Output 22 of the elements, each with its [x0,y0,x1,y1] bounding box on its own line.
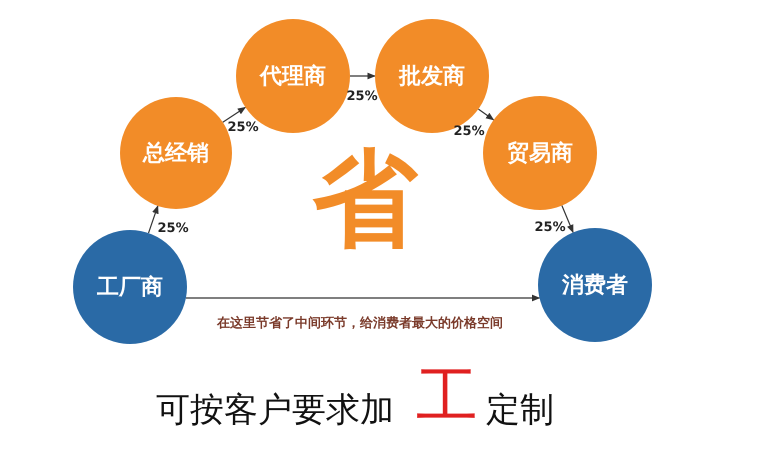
edge-label: 25% [228,120,259,134]
edge-label: 25% [534,220,566,234]
node-label: 工厂商 [97,274,163,302]
node-label: 总经销 [143,140,209,168]
arrow [148,205,159,234]
edge-label: 25% [158,220,189,236]
node-label: 贸易商 [507,140,573,168]
arrow [561,205,574,234]
edge-label: 25% [346,88,378,104]
slogan-text: 可按客户要求加 [156,392,394,429]
big-character: 省 [312,142,418,258]
edge-label: 在这里节省了中间环节，给消费者最大的价格空间 [217,314,503,332]
highlight-character: 工 [416,362,478,430]
arrow [222,106,246,123]
arrow [478,108,494,120]
node-label: 批发商 [399,63,465,91]
slogan-text: 定制 [486,392,554,429]
node-label: 代理商 [260,63,326,91]
edge-label: 25% [454,124,485,138]
node-label: 消费者 [562,272,628,300]
arrow [350,72,376,80]
arrow [186,294,540,302]
